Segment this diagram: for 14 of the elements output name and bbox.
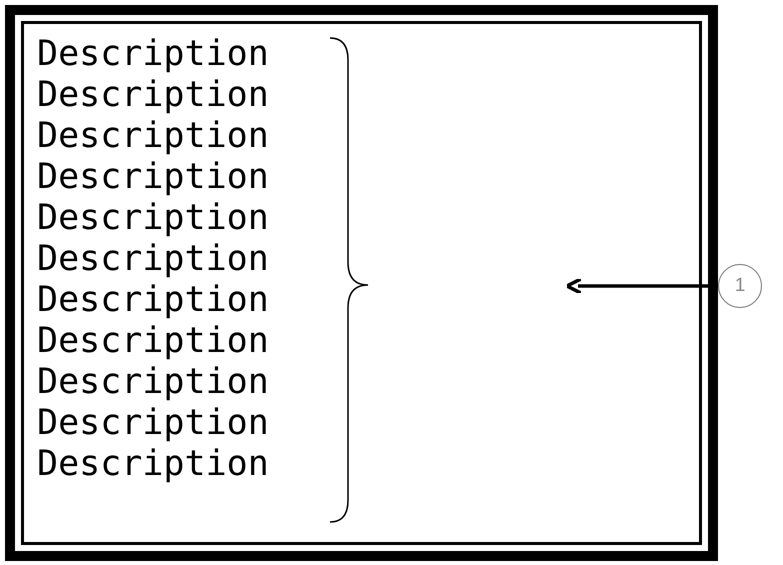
description-text: Description	[37, 321, 269, 362]
description-text: Description	[37, 198, 269, 239]
description-text: Description	[37, 34, 269, 75]
description-text: Description	[37, 362, 269, 403]
description-text: Description	[37, 444, 269, 485]
screen-frame	[5, 5, 718, 561]
description-text: Description	[37, 116, 269, 157]
description-text: Description	[37, 403, 269, 444]
description-text: Description	[37, 239, 269, 280]
description-text: Description	[37, 75, 269, 116]
callout-number: 1	[734, 275, 746, 297]
description-text: Description	[37, 157, 269, 198]
description-text: Description	[37, 280, 269, 321]
callout-circle	[718, 264, 762, 308]
